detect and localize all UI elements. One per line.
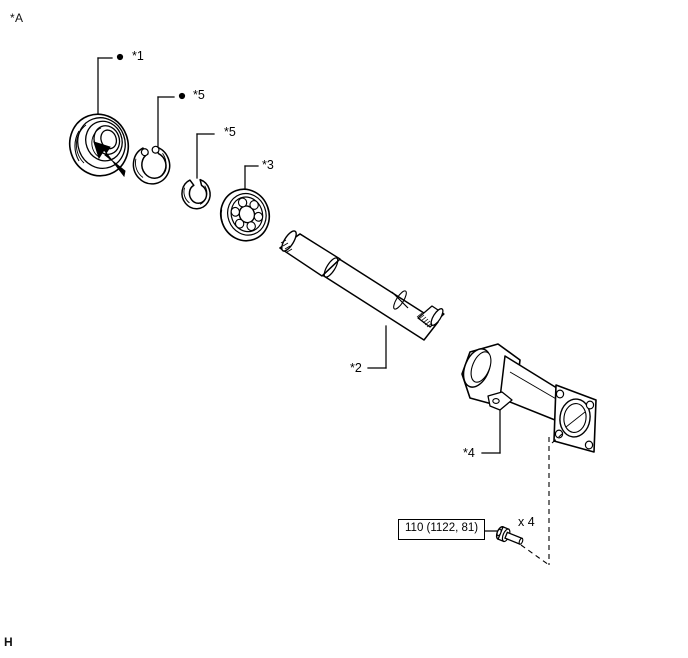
flange-bolt-hole — [554, 429, 564, 439]
flange-bolt-icon — [495, 526, 524, 545]
part-ball-bearing — [219, 188, 271, 242]
ball-bearing-ball — [253, 211, 264, 222]
part-axle-housing — [461, 343, 597, 453]
part-snap-ring-small — [181, 178, 211, 210]
ball-bearing-balls — [230, 197, 264, 232]
callout-label-5b: *5 — [224, 125, 236, 139]
axle-housing-bell-bore — [470, 351, 492, 383]
oil-seal-shade-arc-2 — [75, 124, 87, 164]
flange-bolt-head-recess — [496, 528, 502, 537]
ball-bearing-ball — [249, 200, 259, 210]
axle-housing-flange-bore-inner — [563, 403, 587, 433]
assembly-guide-tick — [551, 433, 563, 444]
axle-housing-tube — [499, 355, 561, 421]
ball-bearing-ball — [237, 197, 248, 208]
flange-bolt-hole — [585, 400, 595, 410]
axle-shaft-shoulder-ellipse — [323, 257, 339, 278]
corner-mark-top-left: *A — [10, 11, 24, 25]
snap-ring-small-body — [181, 178, 211, 210]
callout-label-1: *1 — [132, 49, 144, 63]
bullet-dot-callout-5a — [178, 92, 186, 100]
assembly-guide-diagonal — [520, 544, 550, 566]
axle-shaft-right-splines — [416, 312, 433, 328]
ball-bearing-shade-arc — [220, 209, 232, 236]
flange-bolt-hole — [555, 389, 565, 399]
oil-seal-shade-arc-1 — [74, 130, 80, 162]
flange-bolt-hole — [584, 440, 594, 450]
axle-shaft-right-end-face — [430, 308, 444, 326]
axle-shaft-mid-ellipse — [393, 290, 407, 310]
ball-bearing-ball — [230, 206, 241, 217]
grease-arrow-icon — [93, 141, 126, 178]
callout-label-3: *3 — [262, 158, 274, 172]
grease-arrow-shape — [93, 141, 126, 178]
callout-label-4: *4 — [463, 446, 475, 460]
corner-mark-bottom-left: H — [4, 635, 13, 649]
bullet-dot-callout-1 — [116, 53, 124, 61]
axle-shaft-mid-step — [391, 291, 409, 309]
snap-ring-small-inner-shade — [183, 187, 190, 204]
snap-ring-large-eyelet-right — [151, 145, 160, 154]
ball-bearing-ball — [234, 218, 245, 229]
axle-housing-flange-bolt-holes — [554, 389, 595, 450]
axle-housing-boss-hole — [492, 398, 500, 404]
bolt-quantity-label: x 4 — [518, 515, 535, 529]
ball-bearing-ball — [246, 221, 256, 232]
axle-shaft-left-end-face — [281, 230, 297, 252]
snap-ring-large-eyelet-left — [140, 148, 149, 157]
oil-seal-bore — [100, 129, 118, 150]
callout-label-2: *2 — [350, 361, 362, 375]
oil-seal-shade-arc-3 — [91, 127, 102, 158]
snap-ring-large-inner-shade — [135, 158, 144, 178]
axle-housing-flange-bore-shade — [565, 411, 586, 428]
assembly-guide-lines — [520, 433, 563, 566]
flange-bolt-tip — [518, 537, 524, 545]
part-axle-shaft — [279, 230, 445, 341]
snap-ring-large-outer-shade — [158, 153, 167, 178]
torque-spec-box: 110 (1122, 81) — [398, 519, 486, 540]
axle-housing-boss — [487, 391, 513, 411]
snap-ring-small-outer-shade — [199, 185, 208, 205]
axle-shaft-left-splines — [280, 239, 293, 253]
callout-label-5a: *5 — [193, 88, 205, 102]
axle-shaft-shoulder — [321, 258, 341, 277]
part-snap-ring-large — [132, 145, 171, 185]
axle-housing-tube-highlight — [509, 371, 559, 401]
leader-lines — [97, 57, 501, 532]
